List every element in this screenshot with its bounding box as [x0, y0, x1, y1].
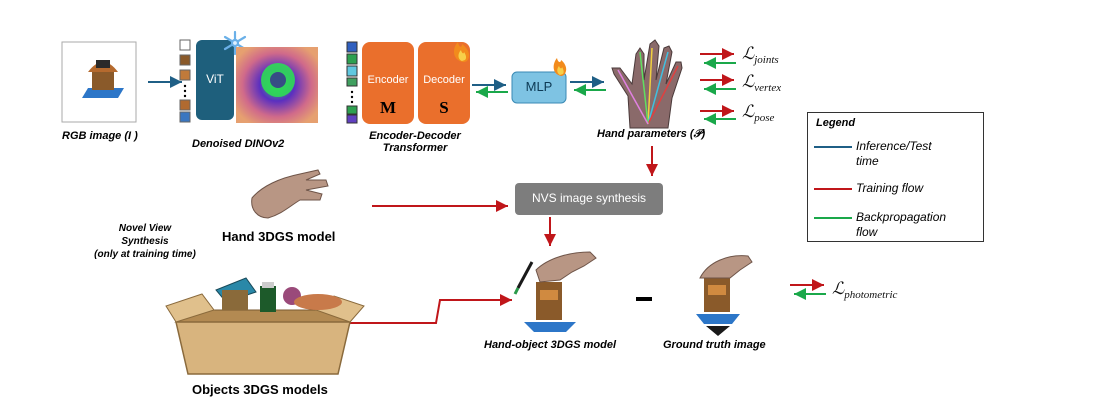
mlp-block — [511, 71, 567, 104]
objects-3dgs-label: Objects 3DGS models — [192, 382, 328, 397]
nvs-label: NVS image synthesis — [531, 191, 647, 205]
dino-label: Denoised DINOv2 — [192, 138, 285, 150]
mlp-fire-icon — [553, 58, 567, 76]
encoder-label: Encoder — [367, 74, 409, 86]
vit-block — [196, 40, 234, 120]
decoder-tag: S — [439, 98, 449, 117]
transformer-label: Encoder-Decoder Transformer — [360, 130, 470, 154]
feature-tokens — [346, 41, 358, 124]
legend-backprop-swatch — [814, 217, 852, 219]
arrow-objects-to-hand-object — [350, 294, 512, 324]
decoder-block — [418, 42, 470, 124]
transformer-label-line1: Encoder-Decoder — [369, 130, 461, 142]
hand-object-image — [513, 251, 597, 332]
rgb-image-thumbnail — [61, 41, 137, 123]
legend-backprop-text: Backpropagation flow — [856, 210, 947, 239]
encoder-block — [362, 42, 414, 124]
rgb-image-label: RGB image (Ι ) — [62, 130, 138, 142]
legend-inference-swatch — [814, 146, 852, 148]
decoder-label: Decoder — [423, 74, 465, 86]
legend-title: Legend — [816, 117, 856, 129]
loss-photometric: ℒphotometric — [832, 279, 898, 301]
mlp-label: MLP — [525, 79, 553, 94]
transformer-label-line2: Transformer — [382, 142, 448, 154]
ground-truth-image — [696, 255, 753, 336]
legend-training-text: Training flow — [856, 181, 924, 195]
hand-3dgs-label: Hand 3DGS model — [222, 229, 336, 244]
vit-block-label: ViT — [206, 72, 224, 86]
novel-view-label: Novel View Synthesis (only at training t… — [80, 222, 210, 261]
novel-view-line1: Novel View — [118, 223, 172, 234]
objects-box-image — [165, 277, 365, 375]
legend-box: Legend Inference/Test time Training flow… — [807, 112, 984, 242]
novel-view-line3: (only at training time) — [94, 249, 196, 260]
minus-sign-shape — [636, 297, 652, 301]
encoder-tag: M — [379, 98, 397, 117]
hand-mesh-image — [611, 39, 683, 129]
trainable-fire-icon — [453, 42, 470, 62]
novel-view-line2: Synthesis — [121, 236, 169, 247]
hand-3dgs-image — [251, 169, 329, 219]
loss-joints: ℒjoints — [742, 44, 779, 66]
legend-inference-text: Inference/Test time — [856, 139, 932, 168]
input-patch-tokens — [179, 39, 191, 123]
hand-params-label: Hand parameters (𝒫) — [597, 128, 706, 140]
ground-truth-label: Ground truth image — [663, 339, 766, 351]
hand-object-label: Hand-object 3DGS model — [484, 339, 617, 351]
loss-pose: ℒpose — [742, 102, 775, 124]
nvs-block — [515, 183, 663, 215]
legend-training-swatch — [814, 188, 852, 190]
loss-vertex: ℒvertex — [742, 72, 782, 94]
